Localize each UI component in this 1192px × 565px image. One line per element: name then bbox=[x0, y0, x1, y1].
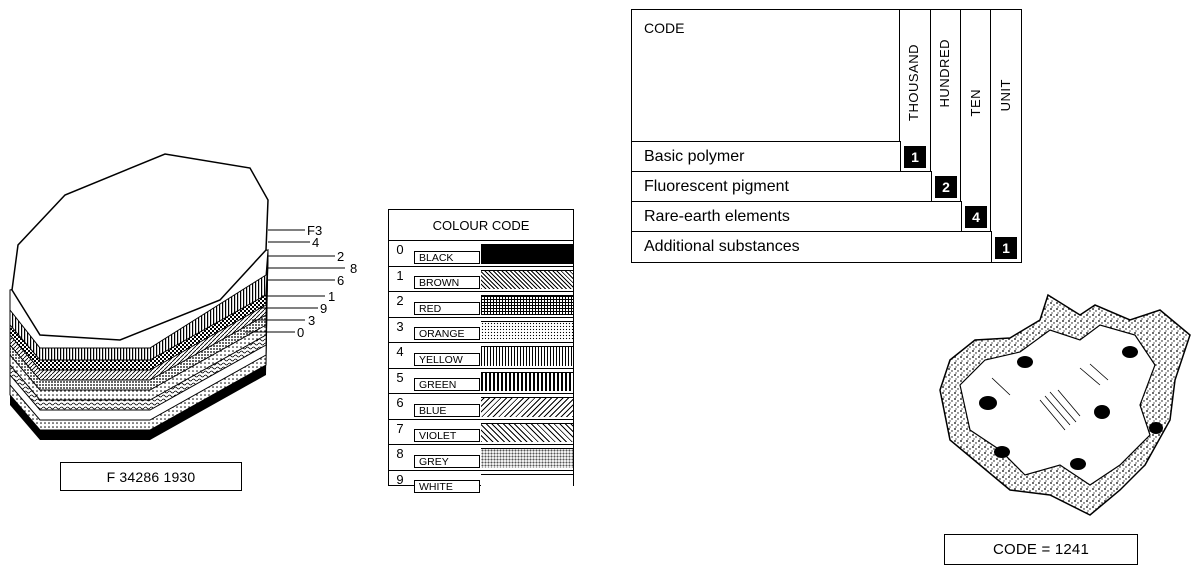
layer-label: 8 bbox=[350, 261, 357, 276]
colour-swatch bbox=[481, 473, 573, 493]
colour-swatch bbox=[481, 397, 573, 417]
colour-swatch bbox=[481, 448, 573, 468]
colour-name: GREEN bbox=[414, 378, 480, 391]
col-ten-label: TEN bbox=[968, 89, 983, 117]
inclusion bbox=[1149, 422, 1163, 434]
inclusion bbox=[1094, 405, 1110, 419]
row-basic-polymer: Basic polymer bbox=[631, 141, 901, 172]
row-label: Fluorescent pigment bbox=[644, 177, 789, 195]
code-header-cell: CODE bbox=[631, 9, 901, 143]
colour-swatch bbox=[481, 320, 573, 340]
stack-caption-text: F 34286 1930 bbox=[106, 468, 196, 485]
colour-name: VIOLET bbox=[414, 429, 480, 442]
colour-swatch bbox=[481, 269, 573, 289]
colour-name: BLACK bbox=[414, 250, 480, 264]
inclusion bbox=[1017, 356, 1033, 368]
colour-name: BLUE bbox=[414, 403, 480, 417]
col-ten bbox=[960, 9, 992, 232]
layered-particle-diagram: F3 4 2 8 6 1 9 3 0 bbox=[9, 153, 357, 440]
digit-badge-ten: 4 bbox=[965, 206, 987, 228]
inclusion bbox=[979, 396, 997, 410]
colour-digit: 5 bbox=[396, 369, 404, 385]
layer-label: 1 bbox=[328, 289, 335, 304]
colour-name: YELLOW bbox=[414, 352, 480, 366]
col-thousand bbox=[899, 9, 932, 172]
inclusion bbox=[1122, 346, 1138, 358]
digit-badge-hundred: 2 bbox=[935, 176, 957, 198]
colour-digit: 6 bbox=[396, 395, 404, 410]
layer-label: 0 bbox=[297, 325, 304, 340]
layer-label: 6 bbox=[337, 273, 344, 288]
stack-caption: F 34286 1930 bbox=[60, 462, 242, 491]
row-rare-earth-elements: Rare-earth elements bbox=[631, 201, 962, 232]
col-hundred bbox=[930, 9, 962, 202]
col-thousand-label: THOUSAND bbox=[906, 44, 921, 121]
colour-digit: 8 bbox=[396, 446, 404, 461]
colour-swatch bbox=[481, 422, 573, 442]
layer-label-f3: F3 bbox=[307, 223, 322, 238]
col-hundred-label: HUNDRED bbox=[937, 39, 952, 108]
col-unit bbox=[990, 9, 1022, 263]
colour-swatch bbox=[481, 371, 573, 391]
colour-digit: 1 bbox=[396, 267, 404, 283]
row-label: Basic polymer bbox=[644, 147, 745, 165]
layer-label: 4 bbox=[312, 235, 319, 250]
colour-name: BROWN bbox=[414, 276, 480, 289]
colour-digit: 3 bbox=[396, 318, 404, 334]
digit-badge-unit: 1 bbox=[995, 237, 1017, 259]
colour-digit: 9 bbox=[396, 471, 404, 487]
layer-label: 9 bbox=[320, 301, 327, 316]
irregular-particle-illustration bbox=[939, 293, 1191, 516]
code-header: CODE bbox=[644, 20, 685, 36]
col-unit-label: UNIT bbox=[998, 79, 1013, 112]
inclusion bbox=[994, 446, 1010, 458]
colour-swatch bbox=[481, 346, 573, 366]
digit-badge-thousand: 1 bbox=[904, 146, 926, 168]
inclusion bbox=[1070, 458, 1086, 470]
colour-name: RED bbox=[414, 301, 480, 315]
colour-name: ORANGE bbox=[414, 327, 480, 340]
row-fluorescent-pigment: Fluorescent pigment bbox=[631, 171, 932, 202]
row-label: Rare-earth elements bbox=[644, 207, 790, 225]
code-caption: CODE = 1241 bbox=[944, 534, 1138, 565]
row-additional-substances: Additional substances bbox=[631, 231, 992, 263]
layer-label: 2 bbox=[337, 249, 344, 264]
row-label: Additional substances bbox=[644, 238, 800, 255]
colour-digit: 0 bbox=[396, 242, 404, 257]
colour-code-title: COLOUR CODE bbox=[389, 210, 573, 241]
colour-name: GREY bbox=[414, 454, 480, 468]
code-caption-text: CODE = 1241 bbox=[992, 541, 1089, 558]
layer-label: 3 bbox=[308, 313, 315, 328]
colour-digit: 2 bbox=[396, 293, 404, 308]
colour-swatch bbox=[481, 244, 573, 264]
code-table: CODE THOUSAND HUNDRED TEN UNIT Basic pol… bbox=[631, 9, 1022, 263]
colour-name: WHITE bbox=[414, 480, 480, 493]
colour-digit: 7 bbox=[396, 420, 404, 436]
colour-swatch bbox=[481, 295, 573, 315]
colour-digit: 4 bbox=[396, 344, 404, 359]
